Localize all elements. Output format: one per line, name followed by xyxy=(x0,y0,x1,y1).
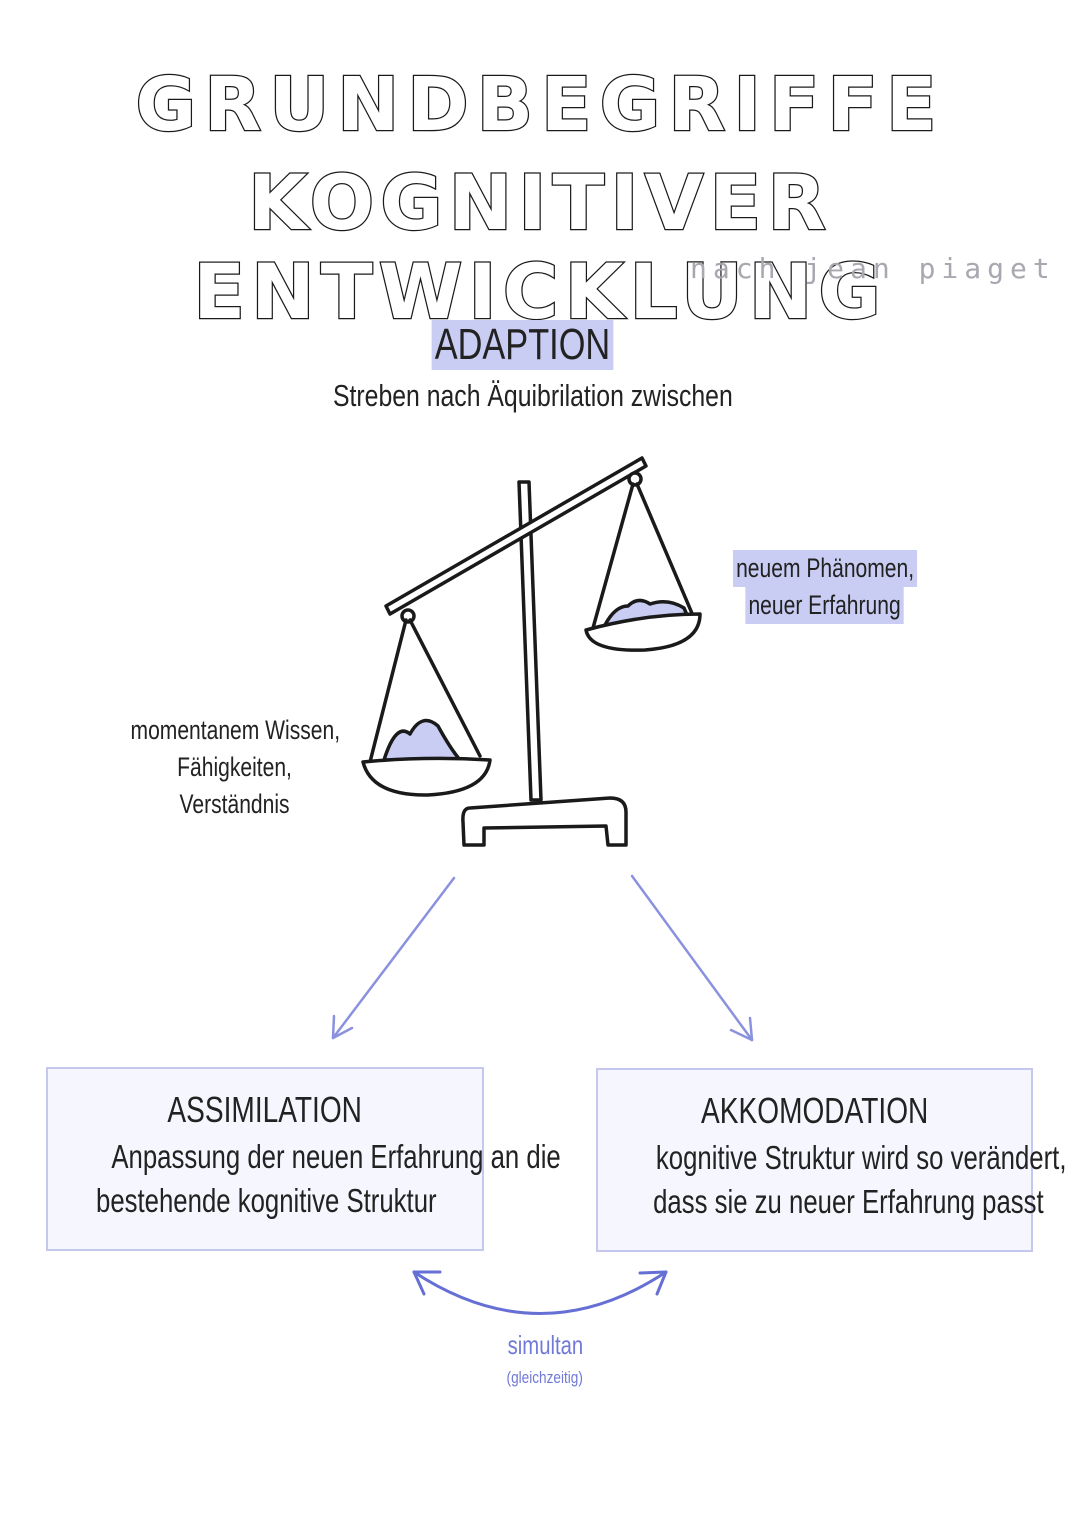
scale-beam xyxy=(384,456,648,616)
adaption-description-text: Streben nach Äquibrilation zwischen xyxy=(332,378,733,413)
akkomodation-line: kognitive Struktur wird so verändert, xyxy=(655,1139,1067,1176)
arrow-to-assimilation-icon xyxy=(331,876,456,1040)
assimilation-line: Anpassung der neuen Erfahrung an die xyxy=(111,1138,561,1175)
left-pan-label-line: Verständnis xyxy=(179,789,291,819)
right-pan-label-line: neuem Phänomen, xyxy=(732,550,918,587)
simultan-label: simultan xyxy=(0,1330,1080,1361)
left-pan xyxy=(361,756,492,797)
scale-pole xyxy=(517,480,543,802)
akkomodation-title: AKKOMODATION xyxy=(700,1090,929,1131)
simultan-label-text: simultan xyxy=(507,1330,583,1360)
akkomodation-line: dass sie zu neuer Erfahrung passt xyxy=(653,1183,1044,1220)
assimilation-box: ASSIMILATION Anpassung der neuen Erfahru… xyxy=(46,1067,561,1251)
adaption-heading: ADAPTION xyxy=(0,320,1045,370)
left-pan-label: momentanem Wissen, Fähigkeiten, Verständ… xyxy=(95,712,375,823)
subtitle: nach jean piaget xyxy=(690,252,1056,285)
adaption-heading-text: ADAPTION xyxy=(431,320,614,370)
right-pan-label: neuem Phänomen, neuer Erfahrung xyxy=(700,550,950,624)
title-line-1: GRUNDBEGRIFFE xyxy=(134,61,945,150)
scale-base xyxy=(461,796,628,847)
right-pan-label-line: neuer Erfahrung xyxy=(745,587,905,624)
right-pan xyxy=(584,612,702,652)
simultan-note-text: (gleichzeitig) xyxy=(506,1368,584,1387)
left-mountain xyxy=(382,718,462,762)
adaption-description: Streben nach Äquibrilation zwischen xyxy=(0,378,1065,414)
right-pan-strings xyxy=(591,482,696,630)
left-pan-label-line: momentanem Wissen, xyxy=(130,715,340,745)
akkomodation-box: AKKOMODATION kognitive Struktur wird so … xyxy=(596,1068,1066,1252)
left-pan-label-line: Fähigkeiten, xyxy=(177,752,293,782)
simultan-note: (gleichzeitig) xyxy=(0,1368,1080,1388)
assimilation-title: ASSIMILATION xyxy=(167,1089,363,1130)
balance-scale-icon xyxy=(361,456,702,847)
left-pan-strings xyxy=(368,618,482,764)
simultan-double-arrow-icon xyxy=(412,1270,668,1315)
assimilation-line: bestehende kognitive Struktur xyxy=(96,1182,437,1219)
title-line-2: KOGNITIVER ENTWICKLUNG xyxy=(192,157,887,338)
arrow-to-akkomodation-icon xyxy=(630,874,754,1042)
